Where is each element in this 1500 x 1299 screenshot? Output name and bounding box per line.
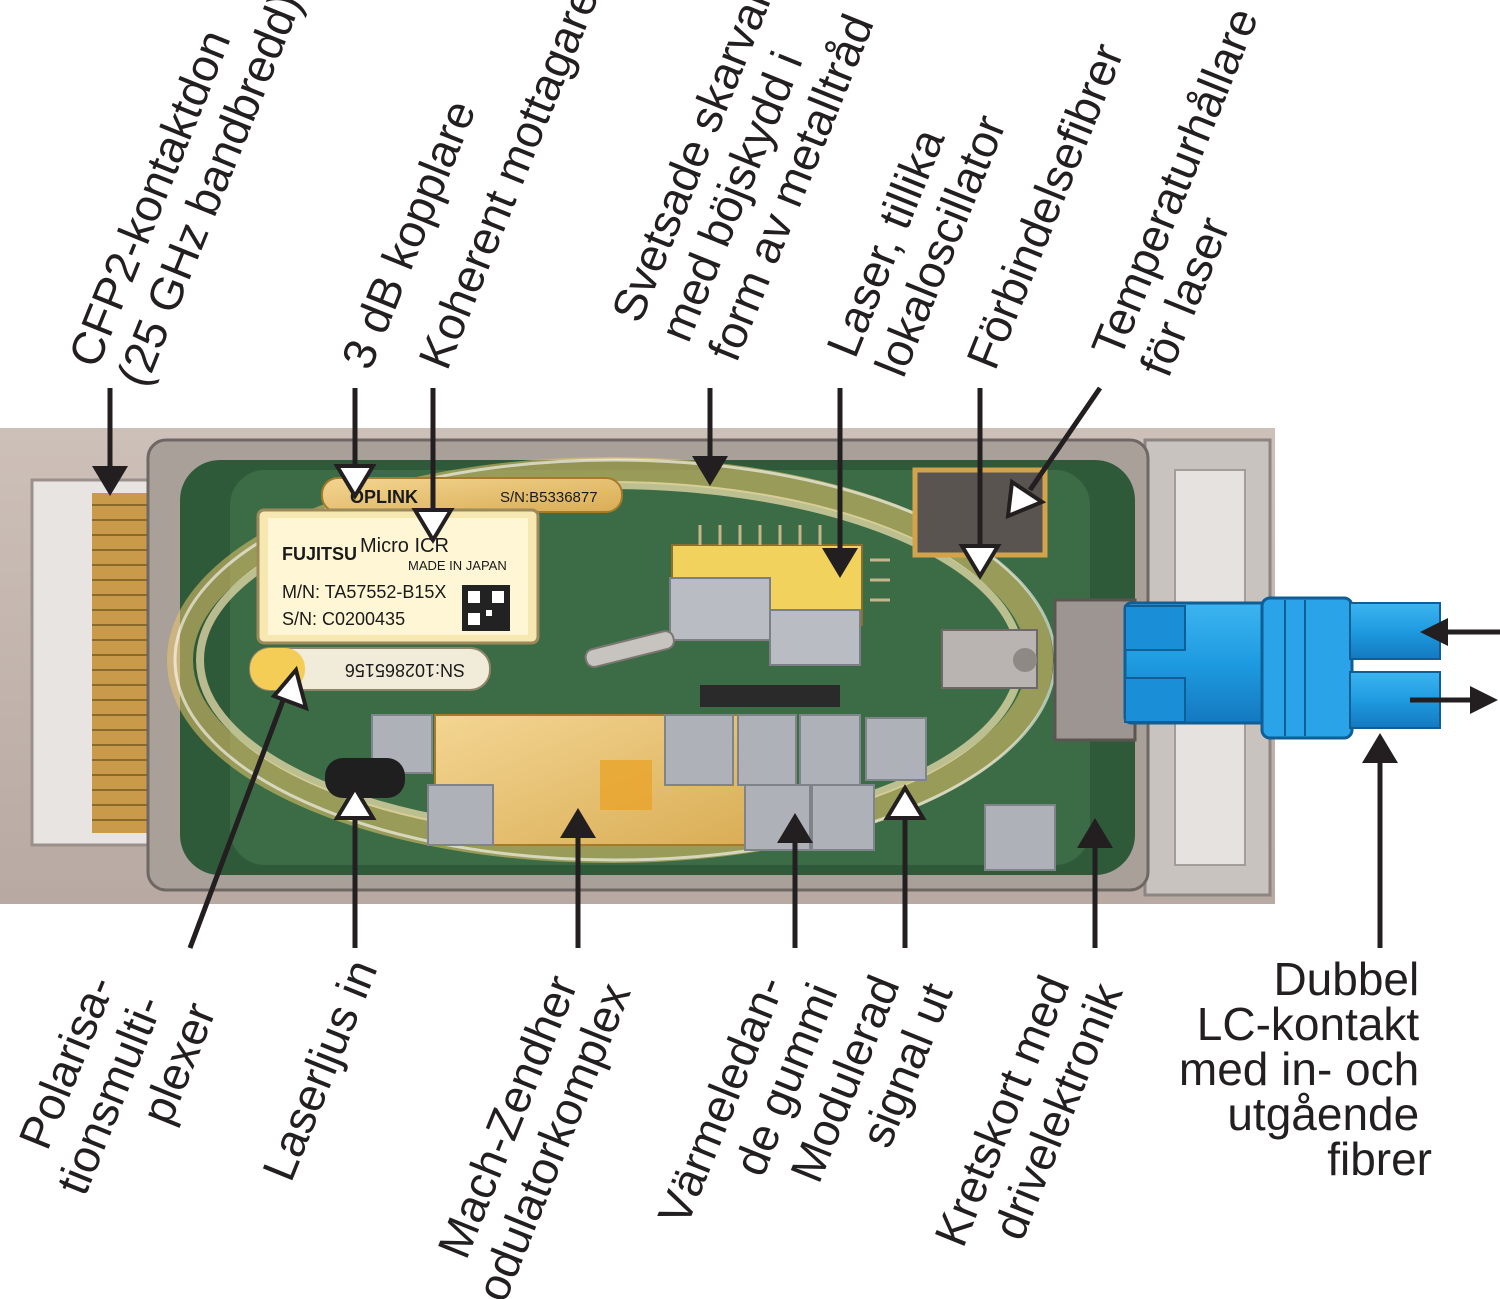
lc-duplex-connector [1123, 596, 1441, 740]
arrowhead-fibers [958, 544, 1002, 580]
polmux-serial: SN:102865156 [345, 660, 465, 680]
arrowhead-fiber-out [1470, 686, 1498, 714]
lc-receptacle [1053, 598, 1137, 742]
connector-pins [92, 504, 152, 821]
arrowhead-laser [822, 548, 858, 578]
arrowhead-polmux [270, 665, 309, 712]
label-cfp2-connector: CFP2-kontaktdon (25 GHz bandbredd) [58, 0, 312, 393]
label-laser-input: Laserljus in [252, 952, 387, 1187]
arrowhead-temp [1005, 478, 1047, 520]
top-labels: CFP2-kontaktdon (25 GHz bandbredd) 3 dB … [58, 0, 1268, 393]
driver-ic [700, 685, 840, 707]
arrowhead-coupler [333, 464, 377, 500]
arrowhead-cfp2 [92, 466, 128, 496]
arrowhead-rubber [777, 813, 813, 843]
arrowhead-pcb [1077, 818, 1113, 848]
receiver-brand: FUJITSU [282, 544, 357, 564]
receiver-mn: M/N: TA57552-B15X [282, 582, 446, 602]
arrow-temp [1027, 386, 1103, 492]
coupler-brand: OPLINK [350, 487, 418, 507]
receiver-model: Micro ICR [360, 535, 449, 557]
bottom-labels: Polarisa- tionsmulti- plexer Laserljus i… [0, 952, 1432, 1299]
arrowhead-lc [1362, 733, 1398, 763]
label-lc-connector: Dubbel LC-kontakt med in- och utgående f… [1179, 953, 1432, 1185]
receiver-sn: S/N: C0200435 [282, 609, 405, 629]
callout-arrows [92, 386, 1500, 949]
arrow-polmux [187, 694, 288, 949]
arrowhead-mz [560, 808, 596, 838]
label-mach-zehnder: Mach-Zendher modulatorkomplex [403, 956, 640, 1299]
label-polarization-multiplexer: Polarisa- tionsmulti- plexer [0, 956, 226, 1221]
module-photo: OPLINK S/N:B5336877 FUJITSU Micro ICR MA… [0, 428, 1441, 904]
arrowhead-modsig [883, 784, 927, 820]
coupler-serial: S/N:B5336877 [500, 489, 598, 506]
arrowhead-splices [692, 456, 728, 486]
laser-input-boot [325, 758, 405, 798]
arrowhead-laser-in [333, 784, 377, 820]
arrowhead-receiver [411, 508, 455, 544]
fiber-loop [167, 457, 1053, 863]
arrowhead-fiber-in [1420, 618, 1448, 646]
laser-pins [698, 525, 890, 602]
receiver-origin: MADE IN JAPAN [408, 558, 507, 573]
